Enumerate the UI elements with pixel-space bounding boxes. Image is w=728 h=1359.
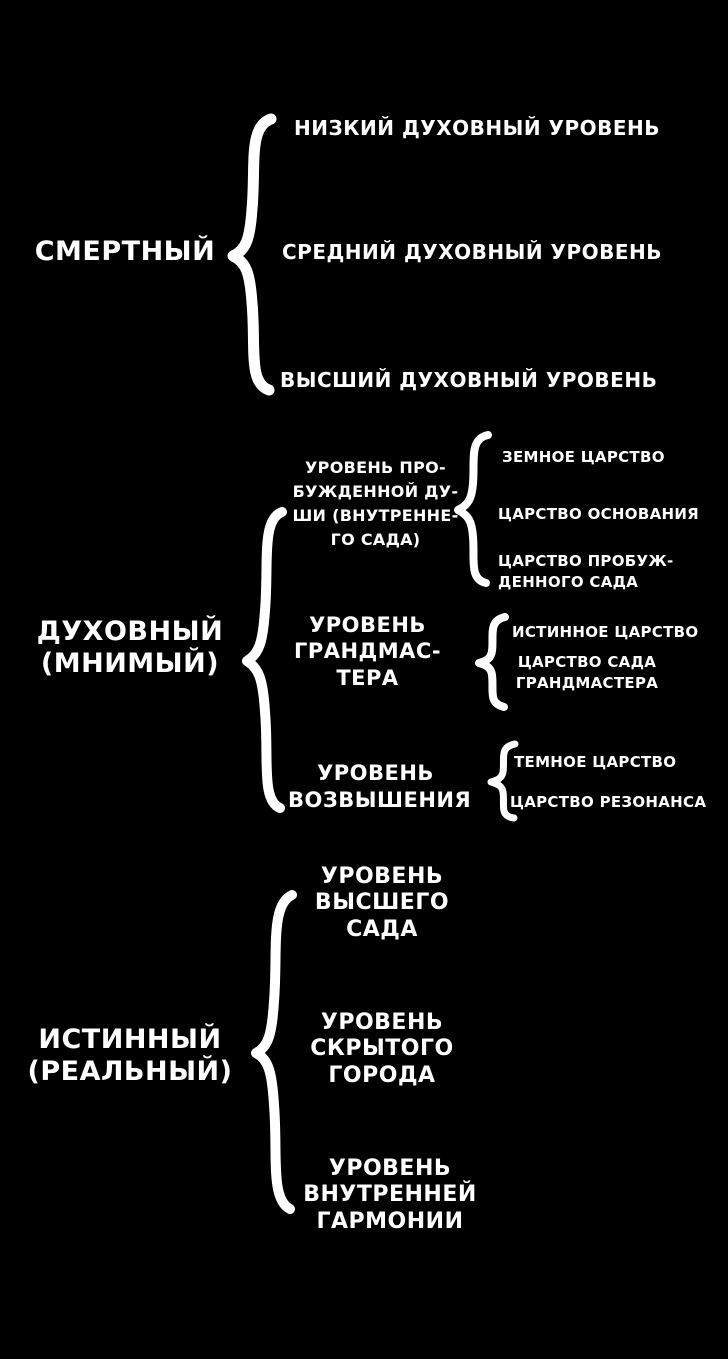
realm-label-earthly: ЗЕМНОЕ ЦАРСТВО <box>502 448 665 466</box>
realm-label-foundation: ЦАРСТВО ОСНОВАНИЯ <box>498 505 700 523</box>
level-label-supreme-garden: УРОВЕНЬ ВЫСШЕГО САДА <box>314 864 450 942</box>
brace-mortal <box>227 113 277 396</box>
level-label-low-spiritual: НИЗКИЙ ДУХОВНЫЙ УРОВЕНЬ <box>294 116 661 140</box>
brace-ascension-realms <box>487 740 519 822</box>
section-label-mortal: СМЕРТНЫЙ <box>34 236 216 267</box>
brace-true <box>251 890 297 1214</box>
brace-grandmaster-realms <box>475 613 509 711</box>
level-label-inner-harmony: УРОВЕНЬ ВНУТРЕННЕЙ ГАРМОНИИ <box>303 1156 477 1234</box>
level-label-ascension: УРОВЕНЬ ВОЗВЫШЕНИЯ <box>288 761 472 813</box>
level-label-grandmaster: УРОВЕНЬ ГРАНДМАС- ТЕРА <box>293 613 442 690</box>
brace-spiritual <box>242 507 287 813</box>
brace-awakened-soul-realms <box>454 431 492 587</box>
section-label-spiritual-imaginary: ДУХОВНЫЙ (МНИМЫЙ) <box>36 616 224 679</box>
realm-label-grandmaster-garden: ЦАРСТВО САДА ГРАНДМАСТЕРА <box>515 653 659 692</box>
level-label-awakened-soul: УРОВЕНЬ ПРО- БУЖДЕННОЙ ДУ- ШИ (ВНУТРЕННЕ… <box>292 458 459 549</box>
level-label-high-spiritual: ВЫСШИЙ ДУХОВНЫЙ УРОВЕНЬ <box>280 368 658 392</box>
level-label-middle-spiritual: СРЕДНИЙ ДУХОВНЫЙ УРОВЕНЬ <box>282 240 663 264</box>
realm-label-resonance: ЦАРСТВО РЕЗОНАНСА <box>510 793 707 811</box>
realm-label-dark: ТЕМНОЕ ЦАРСТВО <box>514 753 677 771</box>
level-label-hidden-city: УРОВЕНЬ СКРЫТОГО ГОРОДА <box>310 1010 454 1088</box>
realm-label-awakened-garden: ЦАРСТВО ПРОБУЖ- ДЕННОГО САДА <box>498 552 674 591</box>
section-label-true-real: ИСТИННЫЙ (РЕАЛЬНЫЙ) <box>27 1024 233 1087</box>
realm-label-true: ИСТИННОЕ ЦАРСТВО <box>512 623 699 641</box>
